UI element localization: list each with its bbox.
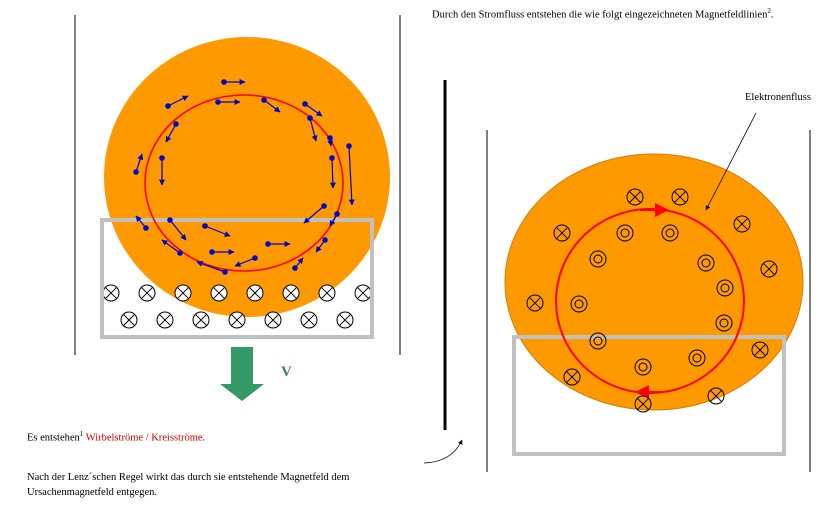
field-arrow	[167, 217, 187, 241]
field-arrow	[165, 121, 179, 143]
into-page-symbol	[634, 395, 652, 413]
into-page-symbol	[210, 284, 228, 302]
field-arrow	[161, 239, 183, 256]
out-of-page-symbol	[688, 349, 706, 367]
out-of-page-symbol	[616, 224, 634, 242]
field-arrow	[329, 155, 336, 189]
into-page-symbol	[563, 368, 581, 386]
left-figure	[74, 15, 401, 401]
out-of-page-symbol	[634, 358, 652, 376]
caption-footnote: 1	[79, 430, 84, 438]
field-arrow	[346, 143, 355, 206]
field-arrow	[165, 95, 189, 109]
field-arrow	[133, 153, 144, 175]
into-page-symbol	[336, 311, 354, 329]
into-page-symbol	[264, 311, 282, 329]
left-field-symbols	[102, 284, 372, 329]
into-page-symbol	[318, 284, 336, 302]
right-magnet-frame	[512, 335, 786, 456]
left-magnet-frame	[100, 218, 374, 339]
eddy-caption-line1: Es entstehen1 Wirbelströme / Kreisströme…	[27, 430, 205, 444]
header-text: Durch den Stromfluss entstehen die wie f…	[432, 9, 768, 21]
velocity-arrow	[220, 347, 264, 401]
into-page-symbol	[246, 284, 264, 302]
field-arrow	[159, 155, 165, 186]
into-page-symbol	[733, 215, 751, 233]
field-arrow	[261, 97, 281, 113]
field-arrow	[303, 203, 327, 224]
left-field-arrows	[133, 79, 355, 275]
field-arrow	[215, 99, 241, 105]
into-page-symbol	[138, 284, 156, 302]
into-page-symbol	[282, 284, 300, 302]
field-arrow	[209, 249, 235, 255]
right-field-symbols	[526, 188, 778, 413]
out-of-page-symbol	[661, 224, 679, 242]
electron-flow-label: Elektronenfluss	[745, 92, 811, 103]
electron-flow-pointer	[705, 112, 757, 211]
into-page-symbol	[671, 188, 689, 206]
caption-prefix: Es entstehen	[27, 432, 80, 444]
into-page-symbol	[120, 311, 138, 329]
velocity-label: V	[281, 364, 292, 380]
into-page-symbol	[300, 311, 318, 329]
header-caption: Durch den Stromfluss entstehen die wie f…	[432, 7, 773, 21]
out-of-page-symbol	[715, 314, 733, 332]
curved-pointer-arrow	[423, 439, 463, 464]
lenz-caption-line2: Nach der Lenz´schen Regel wirkt das durc…	[27, 472, 350, 483]
into-page-symbol	[102, 284, 120, 302]
into-page-symbol	[192, 311, 210, 329]
into-page-symbol	[174, 284, 192, 302]
into-page-symbol	[553, 224, 571, 242]
out-of-page-symbol	[716, 279, 734, 297]
field-arrow	[221, 79, 246, 85]
into-page-symbol	[156, 311, 174, 329]
header-end: .	[770, 9, 774, 21]
field-arrow	[196, 260, 228, 275]
field-arrow	[135, 215, 149, 231]
right-figure	[423, 80, 811, 472]
out-of-page-symbol	[589, 250, 607, 268]
right-disc	[504, 153, 804, 411]
field-arrow	[234, 255, 258, 267]
out-of-page-symbol	[570, 295, 588, 313]
out-of-page-symbol	[697, 254, 715, 272]
field-arrow	[329, 211, 340, 227]
into-page-symbol	[751, 341, 769, 359]
into-page-symbol	[707, 387, 725, 405]
field-arrow	[315, 237, 328, 253]
into-page-symbol	[626, 188, 644, 206]
into-page-symbol	[760, 260, 778, 278]
lenz-caption-line3: Ursachenmagnetfeld entgegen.	[27, 487, 158, 498]
into-page-symbol	[228, 311, 246, 329]
into-page-symbol	[354, 284, 372, 302]
field-arrow	[265, 241, 291, 247]
out-of-page-symbol	[589, 332, 607, 350]
caption-highlight: Wirbelströme / Kreisströme.	[85, 432, 206, 444]
field-arrow	[292, 257, 304, 271]
left-eddy-loop	[144, 94, 344, 272]
field-arrow	[202, 223, 231, 237]
field-arrow	[327, 135, 334, 147]
into-page-symbol	[526, 294, 544, 312]
header-footnote: 2	[767, 7, 771, 15]
left-disc	[104, 37, 390, 317]
field-arrow	[302, 101, 323, 117]
field-arrow	[307, 115, 318, 142]
